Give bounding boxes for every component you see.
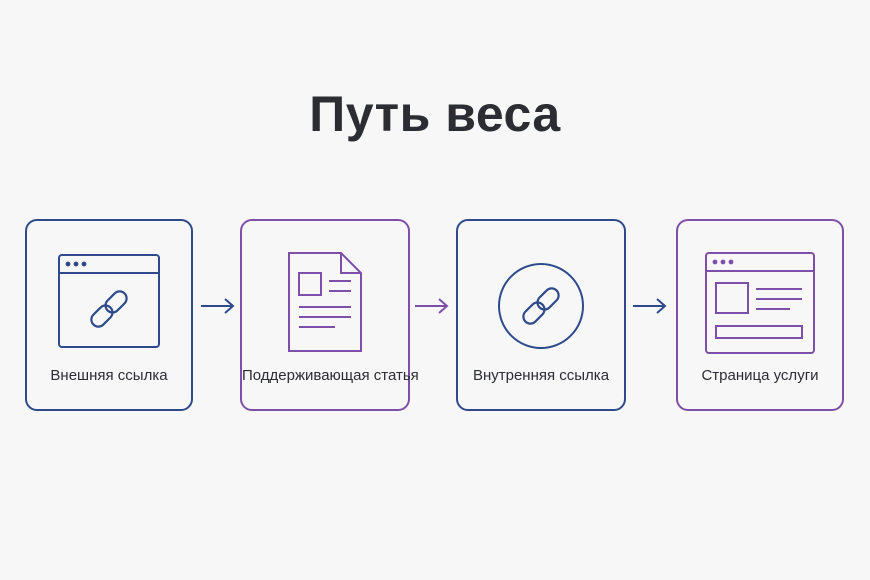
step-label: Внешняя ссылка xyxy=(50,367,168,384)
arrow-right-icon xyxy=(633,298,667,314)
step-label: Поддерживающая статья xyxy=(242,367,419,384)
diagram-title: Путь веса xyxy=(309,86,561,142)
webpage-icon xyxy=(705,252,815,354)
step-card-external-link: Внешняя ссылка xyxy=(25,219,193,411)
step-card-internal-link: Внутренняя ссылка xyxy=(456,219,626,411)
arrow-right-icon xyxy=(201,298,235,314)
arrow-right-icon xyxy=(415,298,449,314)
link-circle-icon xyxy=(498,263,584,349)
step-label: Страница услуги xyxy=(701,367,819,384)
step-label: Внутренняя ссылка xyxy=(472,367,610,384)
browser-link-icon xyxy=(58,254,160,348)
step-card-supporting-article: Поддерживающая статья xyxy=(240,219,419,411)
step-card-service-page: Страница услуги xyxy=(676,219,844,411)
document-icon xyxy=(288,252,362,352)
